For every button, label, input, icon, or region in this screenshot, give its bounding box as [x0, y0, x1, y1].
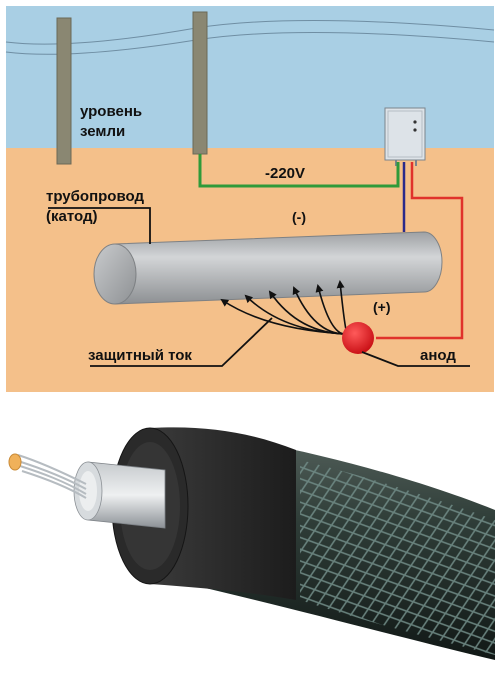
leader-lines [48, 207, 470, 367]
anode [342, 322, 374, 354]
cable-conductor-tip [8, 453, 22, 471]
anode-wire [376, 162, 464, 340]
ground-level-label-line2: земли [80, 123, 125, 140]
cathode-polarity-label: (-) [292, 209, 306, 225]
protective-current-label: защитный ток [88, 347, 192, 364]
cable-foam-insulation [150, 427, 296, 600]
pipeline [93, 231, 443, 305]
rectifier-box [384, 107, 426, 166]
utility-pole-right [192, 11, 208, 155]
ground-level-label-line1: уровень [80, 103, 142, 120]
pipeline-label-line1: трубопровод [46, 188, 144, 205]
pipeline-label-line2: (катод) [46, 208, 97, 225]
protective-current-arrows [220, 280, 349, 336]
diagram-panel: уровень земли -220V трубопровод (катод) … [5, 6, 495, 392]
anode-label: анод [420, 347, 456, 364]
cable-braid [300, 460, 495, 655]
anode-polarity-label: (+) [373, 299, 391, 315]
voltage-label: -220V [265, 165, 305, 182]
cable-conductor-strands [17, 454, 87, 499]
ground-wire [198, 154, 400, 188]
coaxial-anode-cable-icon [8, 427, 495, 660]
utility-pole-left [56, 17, 72, 165]
